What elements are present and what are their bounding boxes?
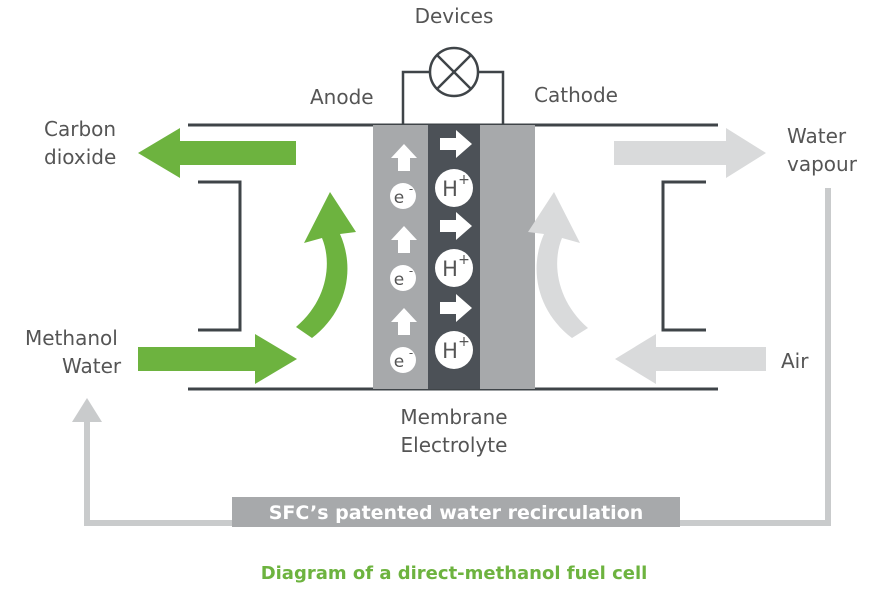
devices-label: Devices xyxy=(415,4,494,28)
water-vapour-label-line2: vapour xyxy=(787,152,858,176)
external-circuit xyxy=(401,46,505,125)
cathode-chamber-bracket xyxy=(661,180,706,332)
lamp-cross-b xyxy=(436,54,472,90)
electron-label: e xyxy=(394,270,404,290)
electron-circle xyxy=(390,347,416,373)
methanol-water-label-line2: Water xyxy=(62,354,122,378)
electron-up-arrow-icon xyxy=(391,308,417,335)
electron-circle xyxy=(390,183,416,209)
recirculation-arrowhead xyxy=(72,398,102,422)
recirculation-banner: SFC’s patented water recirculation xyxy=(232,497,680,527)
air-label: Air xyxy=(781,349,809,373)
co2-out-arrow-icon xyxy=(138,128,296,178)
proton-sup: + xyxy=(458,252,470,268)
proton-circle xyxy=(435,331,473,369)
proton-label: H xyxy=(442,177,458,201)
proton-circle xyxy=(435,249,473,287)
circuit-wire-right xyxy=(478,70,505,125)
proton-right-arrow-icon xyxy=(440,294,472,322)
banner-background xyxy=(232,497,680,527)
cathode-label: Cathode xyxy=(534,83,618,107)
electron-up-arrow-icon xyxy=(391,144,417,171)
proton-sup: + xyxy=(458,334,470,350)
membrane-label-line2: Electrolyte xyxy=(401,433,508,457)
electron-label: e xyxy=(394,188,404,208)
circuit-wire xyxy=(401,70,430,125)
electron-sup: - xyxy=(409,182,413,196)
carbon-dioxide-label-line1: Carbon xyxy=(44,117,116,141)
carbon-dioxide-label-line2: dioxide xyxy=(44,145,116,169)
anode-chamber-bracket xyxy=(198,180,242,332)
electron-up-arrow-icon xyxy=(391,226,417,253)
anode-flows xyxy=(138,128,356,384)
methanol-in-arrow-icon xyxy=(138,334,297,384)
cathode-flows xyxy=(528,128,766,384)
anode-label: Anode xyxy=(310,85,374,109)
cathode-electrode xyxy=(480,125,535,389)
proton-sup: + xyxy=(458,172,470,188)
electron-column: e - e - e - xyxy=(390,144,417,373)
membrane-label-line1: Membrane xyxy=(400,405,507,429)
methanol-water-label-line1: Methanol xyxy=(25,326,118,350)
electron-sup: - xyxy=(409,346,413,360)
electron-label: e xyxy=(394,352,404,372)
anode-reaction-curved-arrow-icon xyxy=(296,192,356,338)
proton-label: H xyxy=(442,339,458,363)
cathode-reaction-curved-arrow-icon xyxy=(528,192,588,338)
banner-text: SFC’s patented water recirculation xyxy=(269,502,644,524)
water-vapour-label-line1: Water xyxy=(787,124,847,148)
electron-sup: - xyxy=(409,264,413,278)
electron-circle xyxy=(390,265,416,291)
proton-circle xyxy=(435,169,473,207)
proton-right-arrow-icon xyxy=(440,212,472,240)
water-vapour-out-arrow-icon xyxy=(614,128,766,178)
diagram-caption: Diagram of a direct-methanol fuel cell xyxy=(261,563,648,584)
proton-right-arrow-icon xyxy=(440,130,472,158)
air-in-arrow-icon xyxy=(615,334,766,384)
proton-column: H + H + H + xyxy=(435,130,473,369)
proton-label: H xyxy=(442,257,458,281)
